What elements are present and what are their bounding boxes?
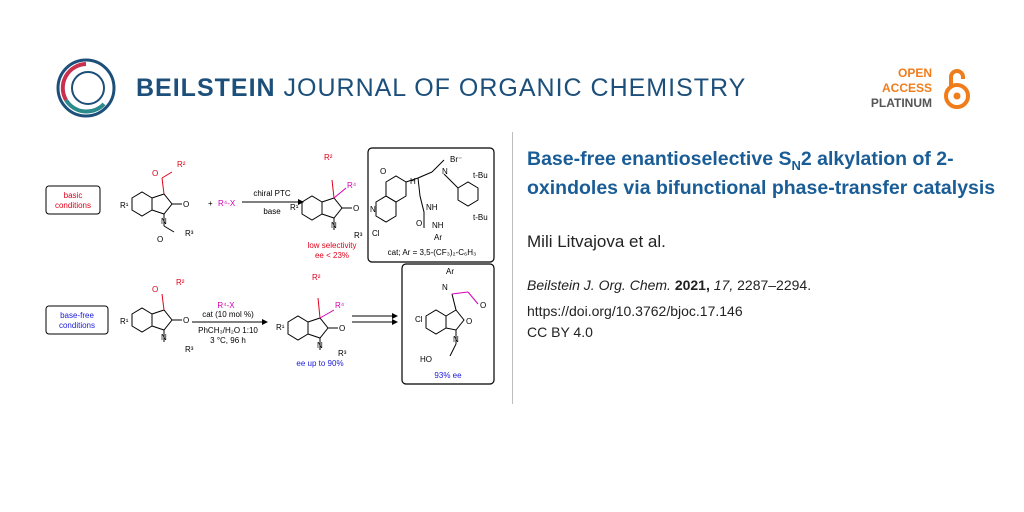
citation-pages: 2287–2294. — [737, 277, 812, 293]
tbu-top: t-Bu — [473, 171, 488, 180]
tbu-bottom: t-Bu — [473, 213, 488, 222]
starting-oxindole-bottom: R¹ O N O R² R³ — [120, 278, 194, 354]
r1-label-bottom: R¹ — [120, 317, 129, 326]
oa-access-label: ACCESS — [881, 81, 932, 95]
r4-label-prod-bottom: R⁴ — [335, 301, 345, 310]
catalyst-box — [367, 147, 495, 263]
product-top: R¹ O N R² R⁴ R³ — [290, 153, 363, 240]
open-access-lock-icon — [944, 69, 970, 109]
base-free-line2: conditions — [59, 321, 95, 330]
license: CC BY 4.0 — [527, 324, 593, 340]
oa-platinum-label: PLATINUM — [870, 96, 932, 110]
r2-label-bottom: R² — [176, 278, 185, 287]
starting-oxindole-top: R¹ O N O R² O R³ — [120, 160, 194, 244]
r3-label-bottom: R³ — [185, 345, 194, 354]
cat-mol-label: cat (10 mol %) — [202, 310, 254, 319]
multi-step-arrow-2-head — [392, 319, 398, 325]
multi-step-arrow-1-head — [392, 313, 398, 319]
oxo-label-prod-top: O — [353, 204, 359, 213]
article-authors: Mili Litvajova et al. — [527, 232, 666, 251]
chiral-ptc-label: chiral PTC — [253, 189, 291, 198]
spiro-cl: Cl — [415, 315, 423, 324]
r3-label-top: R³ — [185, 229, 194, 238]
arrow-bottom-head — [262, 319, 268, 325]
citation-year: 2021, — [674, 277, 710, 293]
oxo-label-prod-bottom: O — [339, 324, 345, 333]
catalyst-nh-2: NH — [432, 221, 444, 230]
spiro-ar: Ar — [446, 267, 454, 276]
catalyst-br: Br⁻ — [450, 155, 462, 164]
ee-lt-label: ee < 23% — [315, 251, 349, 260]
title-part2: 2 alkylation of 2-oxindoles via bifuncti… — [527, 148, 996, 199]
base-free-box — [45, 305, 109, 335]
base-label: base — [263, 207, 281, 216]
catalyst-ar: Ar — [434, 233, 442, 242]
oa-open-label: OPEN — [897, 66, 932, 80]
oxo-label-top: O — [183, 200, 189, 209]
oxo-label-bottom: O — [183, 316, 189, 325]
catalyst-nh-1: NH — [426, 203, 438, 212]
n-label-prod-top: N — [331, 221, 337, 230]
reaction-scheme: basic conditions R¹ O N O R² O R³ + R⁴-X… — [45, 147, 495, 385]
spiro-oxo-2: O — [480, 301, 486, 310]
boc-o-top: O — [157, 235, 163, 244]
catalyst-urea-o: O — [416, 219, 422, 228]
r1-label-prod-bottom: R¹ — [276, 323, 285, 332]
r3-label-prod-bottom: R³ — [338, 349, 347, 358]
ester-o-bottom: O — [152, 285, 158, 294]
spiro-ho: HO — [420, 355, 432, 364]
citation-journal: Beilstein J. Org. Chem. — [527, 277, 671, 293]
spiro-oxo: O — [466, 317, 472, 326]
catalyst-note: cat; Ar = 3,5-(CF₃)₂-C₆H₃ — [388, 248, 477, 257]
open-access-badge: OPEN ACCESS PLATINUM — [871, 66, 932, 111]
catalyst-n-quinoline: N — [370, 205, 376, 214]
r1-label-prod-top: R¹ — [290, 203, 299, 212]
journal-name-strong: BEILSTEIN — [136, 74, 276, 102]
spiro-product-structure: Cl Ar N O N O HO — [415, 267, 486, 364]
doi-link[interactable]: https://doi.org/10.3762/bjoc.17.146 — [527, 303, 743, 319]
journal-name-light: JOURNAL OF ORGANIC CHEMISTRY — [275, 74, 747, 102]
ester-o-top: O — [152, 169, 158, 178]
spiro-product-box — [401, 263, 495, 385]
spiro-n-top: N — [442, 283, 448, 292]
solvent-label: PhCH₃/H₂O 1:10 — [198, 326, 258, 335]
catalyst-o: O — [380, 167, 386, 176]
catalyst-n-plus: N — [442, 167, 448, 176]
low-selectivity-label: low selectivity — [308, 241, 357, 250]
r1-label-top: R¹ — [120, 201, 129, 210]
n-label-top: N — [161, 217, 167, 226]
catalyst-h: H — [410, 177, 416, 186]
spiro-n-bottom: N — [453, 335, 459, 344]
r2-label-prod-top: R² — [324, 153, 333, 162]
r2-label-top: R² — [177, 160, 186, 169]
title-part1: Base-free enantioselective S — [527, 148, 792, 170]
title-subscript: N — [791, 157, 801, 173]
basic-conditions-line1: basic — [64, 191, 83, 200]
plus-sign: + — [208, 199, 213, 208]
n-label-bottom: N — [161, 333, 167, 342]
base-free-line1: base-free — [60, 311, 94, 320]
r3-label-prod-top: R³ — [354, 231, 363, 240]
basic-conditions-box — [45, 185, 101, 215]
arrow-top-head — [298, 199, 304, 205]
product-bottom: R¹ O N R² R⁴ R³ — [276, 273, 347, 358]
ee-upto-label: ee up to 90% — [296, 359, 343, 368]
vertical-divider — [512, 132, 513, 404]
beilstein-ring-logo-icon — [56, 58, 116, 118]
ee-93-label: 93% ee — [434, 371, 462, 380]
citation: Beilstein J. Org. Chem. 2021, 17, 2287–2… — [527, 277, 811, 293]
temp-time-label: 3 °C, 96 h — [210, 336, 246, 345]
r4x-top: R⁴-X — [218, 199, 236, 208]
journal-name: BEILSTEIN JOURNAL OF ORGANIC CHEMISTRY — [136, 74, 746, 103]
r2-label-prod-bottom: R² — [312, 273, 321, 282]
basic-conditions-line2: conditions — [55, 201, 91, 210]
r4x-bottom: R⁴-X — [217, 301, 235, 310]
r4-label-prod-top: R⁴ — [347, 181, 357, 190]
n-label-prod-bottom: N — [317, 341, 323, 350]
article-title: Base-free enantioselective SN2 alkylatio… — [527, 148, 997, 200]
catalyst-cl: Cl — [372, 229, 380, 238]
citation-volume: 17, — [713, 277, 734, 293]
catalyst-structure: O N Br⁻ H t-Bu t-Bu NH O NH Ar N Cl — [370, 155, 488, 242]
